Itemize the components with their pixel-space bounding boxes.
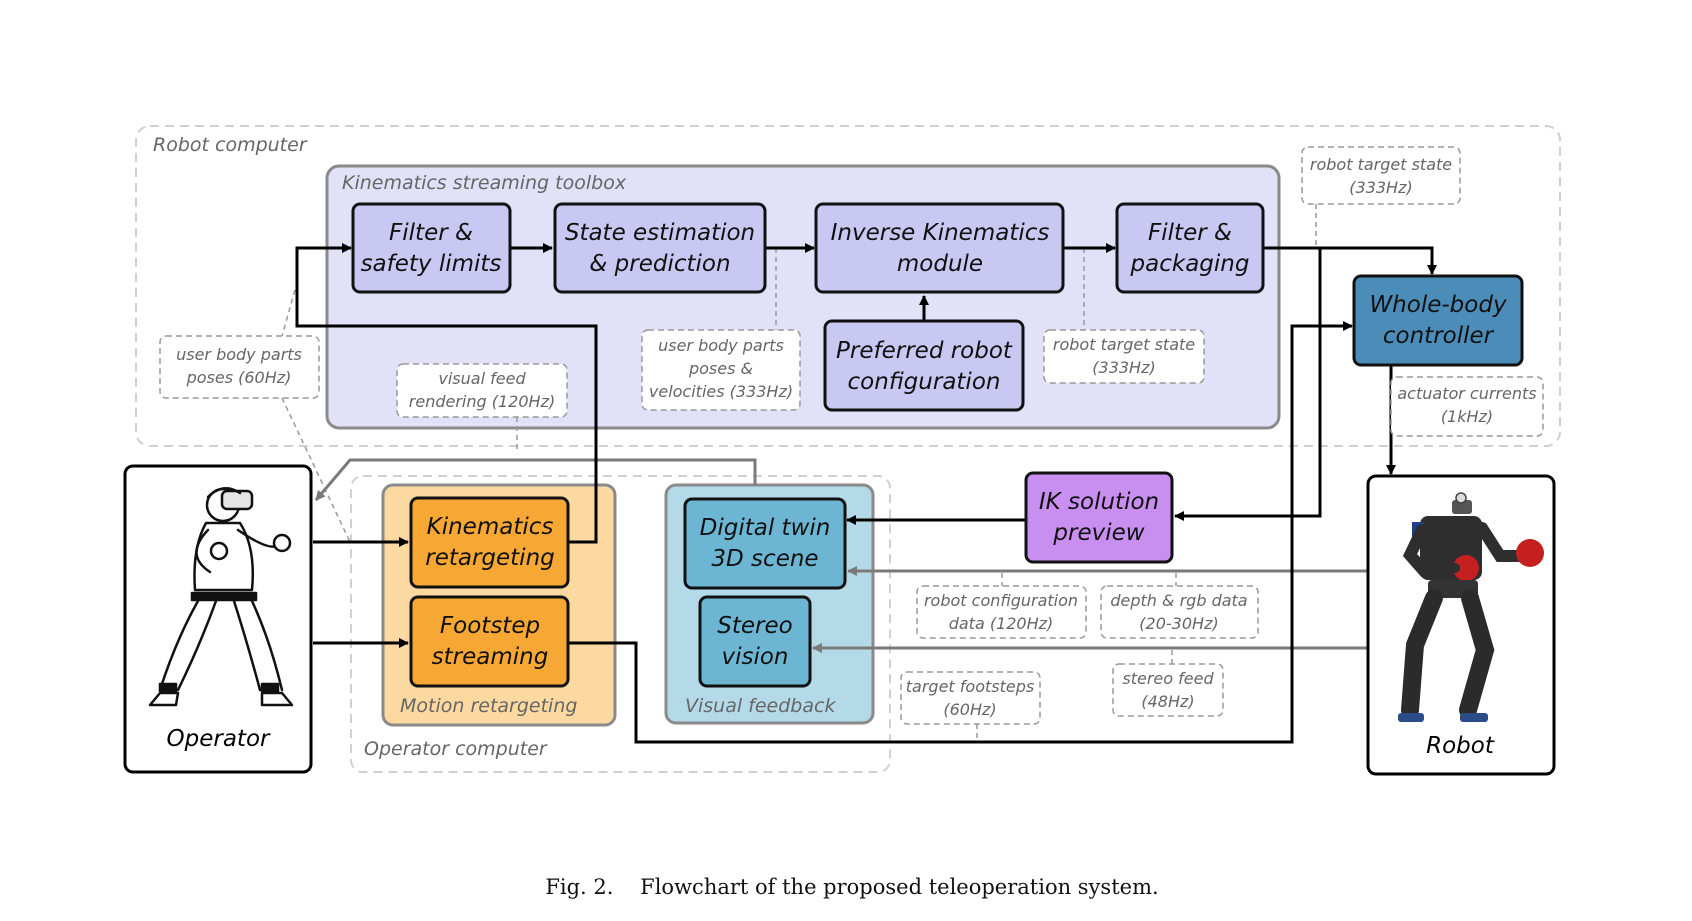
kin-retargeting-line2: retargeting <box>425 545 555 571</box>
filter-packaging-line2: packaging <box>1130 251 1250 277</box>
state-estimation-line2: & prediction <box>589 251 730 277</box>
whole-body-line1: Whole-body <box>1369 292 1507 318</box>
filter-packaging-block[interactable]: Filter & packaging <box>1115 202 1265 294</box>
preferred-config-block[interactable]: Preferred robot configuration <box>823 319 1025 412</box>
kin-retargeting-line1: Kinematics <box>427 514 554 540</box>
label-robot-target-mid: robot target state (333Hz) <box>1043 329 1205 384</box>
svg-text:robot target state: robot target state <box>1310 155 1452 174</box>
preferred-config-line1: Preferred robot <box>836 338 1013 364</box>
svg-text:robot target state: robot target state <box>1053 335 1195 354</box>
svg-text:robot configuration: robot configuration <box>924 591 1078 610</box>
motion-retargeting-label: Motion retargeting <box>400 695 577 717</box>
svg-text:actuator currents: actuator currents <box>1397 384 1536 403</box>
inverse-kinematics-line1: Inverse Kinematics <box>831 220 1050 246</box>
label-visual-feed-rendering: visual feed rendering (120Hz) <box>396 363 568 418</box>
robot-label: Robot <box>1426 733 1495 759</box>
svg-text:(48Hz): (48Hz) <box>1141 692 1194 711</box>
svg-text:(333Hz): (333Hz) <box>1349 178 1412 197</box>
svg-text:(1kHz): (1kHz) <box>1441 407 1493 426</box>
operator-figure-icon <box>148 487 294 707</box>
stereo-vision-line2: vision <box>721 644 788 670</box>
svg-text:(20-30Hz): (20-30Hz) <box>1139 614 1218 633</box>
inverse-kinematics-line2: module <box>897 251 983 277</box>
svg-text:user body parts: user body parts <box>176 345 302 364</box>
filter-safety-line2: safety limits <box>361 251 502 277</box>
svg-text:(333Hz): (333Hz) <box>1092 358 1155 377</box>
footstep-line1: Footstep <box>440 613 540 639</box>
ik-preview-block[interactable]: IK solution preview <box>1024 471 1174 564</box>
ik-preview-line1: IK solution <box>1039 489 1159 515</box>
label-user-poses-60hz: user body parts poses (60Hz) <box>159 335 320 399</box>
state-estimation-line1: State estimation <box>565 220 755 246</box>
svg-text:stereo feed: stereo feed <box>1122 669 1214 688</box>
svg-text:poses &: poses & <box>688 359 753 378</box>
svg-text:data (120Hz): data (120Hz) <box>949 614 1054 633</box>
operator-computer-group: Operator computer <box>350 475 891 773</box>
kinematics-toolbox-label: Kinematics streaming toolbox <box>342 172 627 194</box>
operator-panel[interactable]: Operator <box>123 464 313 774</box>
digital-twin-line1: Digital twin <box>700 515 831 541</box>
label-robot-configuration: robot configuration data (120Hz) <box>916 585 1087 639</box>
svg-text:visual feed: visual feed <box>438 369 526 388</box>
operator-computer-label: Operator computer <box>364 738 548 760</box>
label-robot-target-top: robot target state (333Hz) <box>1301 146 1461 205</box>
operator-label: Operator <box>167 726 271 752</box>
svg-text:rendering (120Hz): rendering (120Hz) <box>409 392 555 411</box>
whole-body-controller-block[interactable]: Whole-body controller <box>1352 274 1524 367</box>
footstep-line2: streaming <box>432 644 549 670</box>
feedback-arrows <box>314 458 1367 653</box>
filter-safety-line1: Filter & <box>389 220 473 246</box>
svg-text:velocities (333Hz): velocities (333Hz) <box>649 382 793 401</box>
label-actuator-currents: actuator currents (1kHz) <box>1390 376 1544 437</box>
figure-caption: Fig. 2. Flowchart of the proposed teleop… <box>545 875 1158 899</box>
stereo-vision-block[interactable]: Stereo vision <box>698 595 812 688</box>
digital-twin-line2: 3D scene <box>711 546 818 572</box>
label-user-poses-333hz: user body parts poses & velocities (333H… <box>641 329 801 411</box>
ik-preview-line2: preview <box>1052 520 1144 546</box>
robot-computer-label: Robot computer <box>153 134 308 156</box>
filter-packaging-line1: Filter & <box>1148 220 1232 246</box>
svg-text:user body parts: user body parts <box>658 336 784 355</box>
whole-body-line2: controller <box>1383 323 1495 349</box>
svg-text:target footsteps: target footsteps <box>906 677 1034 696</box>
label-stereo-feed: stereo feed (48Hz) <box>1112 663 1224 717</box>
svg-text:(60Hz): (60Hz) <box>943 700 996 719</box>
label-target-footsteps: target footsteps (60Hz) <box>900 671 1041 725</box>
kinematics-retargeting-block[interactable]: Kinematics retargeting <box>409 496 570 589</box>
visual-feedback-label: Visual feedback <box>685 695 836 717</box>
robot-computer-group: Robot computer <box>135 125 1561 447</box>
digital-twin-block[interactable]: Digital twin 3D scene <box>683 497 847 590</box>
state-estimation-block[interactable]: State estimation & prediction <box>553 202 767 294</box>
svg-text:depth & rgb data: depth & rgb data <box>1110 591 1247 610</box>
robot-illustration-icon <box>1398 492 1544 722</box>
label-depth-rgb: depth & rgb data (20-30Hz) <box>1100 585 1259 639</box>
robot-panel[interactable]: Robot <box>1366 474 1556 776</box>
svg-text:poses (60Hz): poses (60Hz) <box>186 368 292 387</box>
stereo-vision-line1: Stereo <box>717 613 792 639</box>
preferred-config-line2: configuration <box>848 369 1001 395</box>
inverse-kinematics-block[interactable]: Inverse Kinematics module <box>814 202 1065 294</box>
filter-safety-block[interactable]: Filter & safety limits <box>351 202 512 294</box>
footstep-streaming-block[interactable]: Footstep streaming <box>409 595 570 688</box>
